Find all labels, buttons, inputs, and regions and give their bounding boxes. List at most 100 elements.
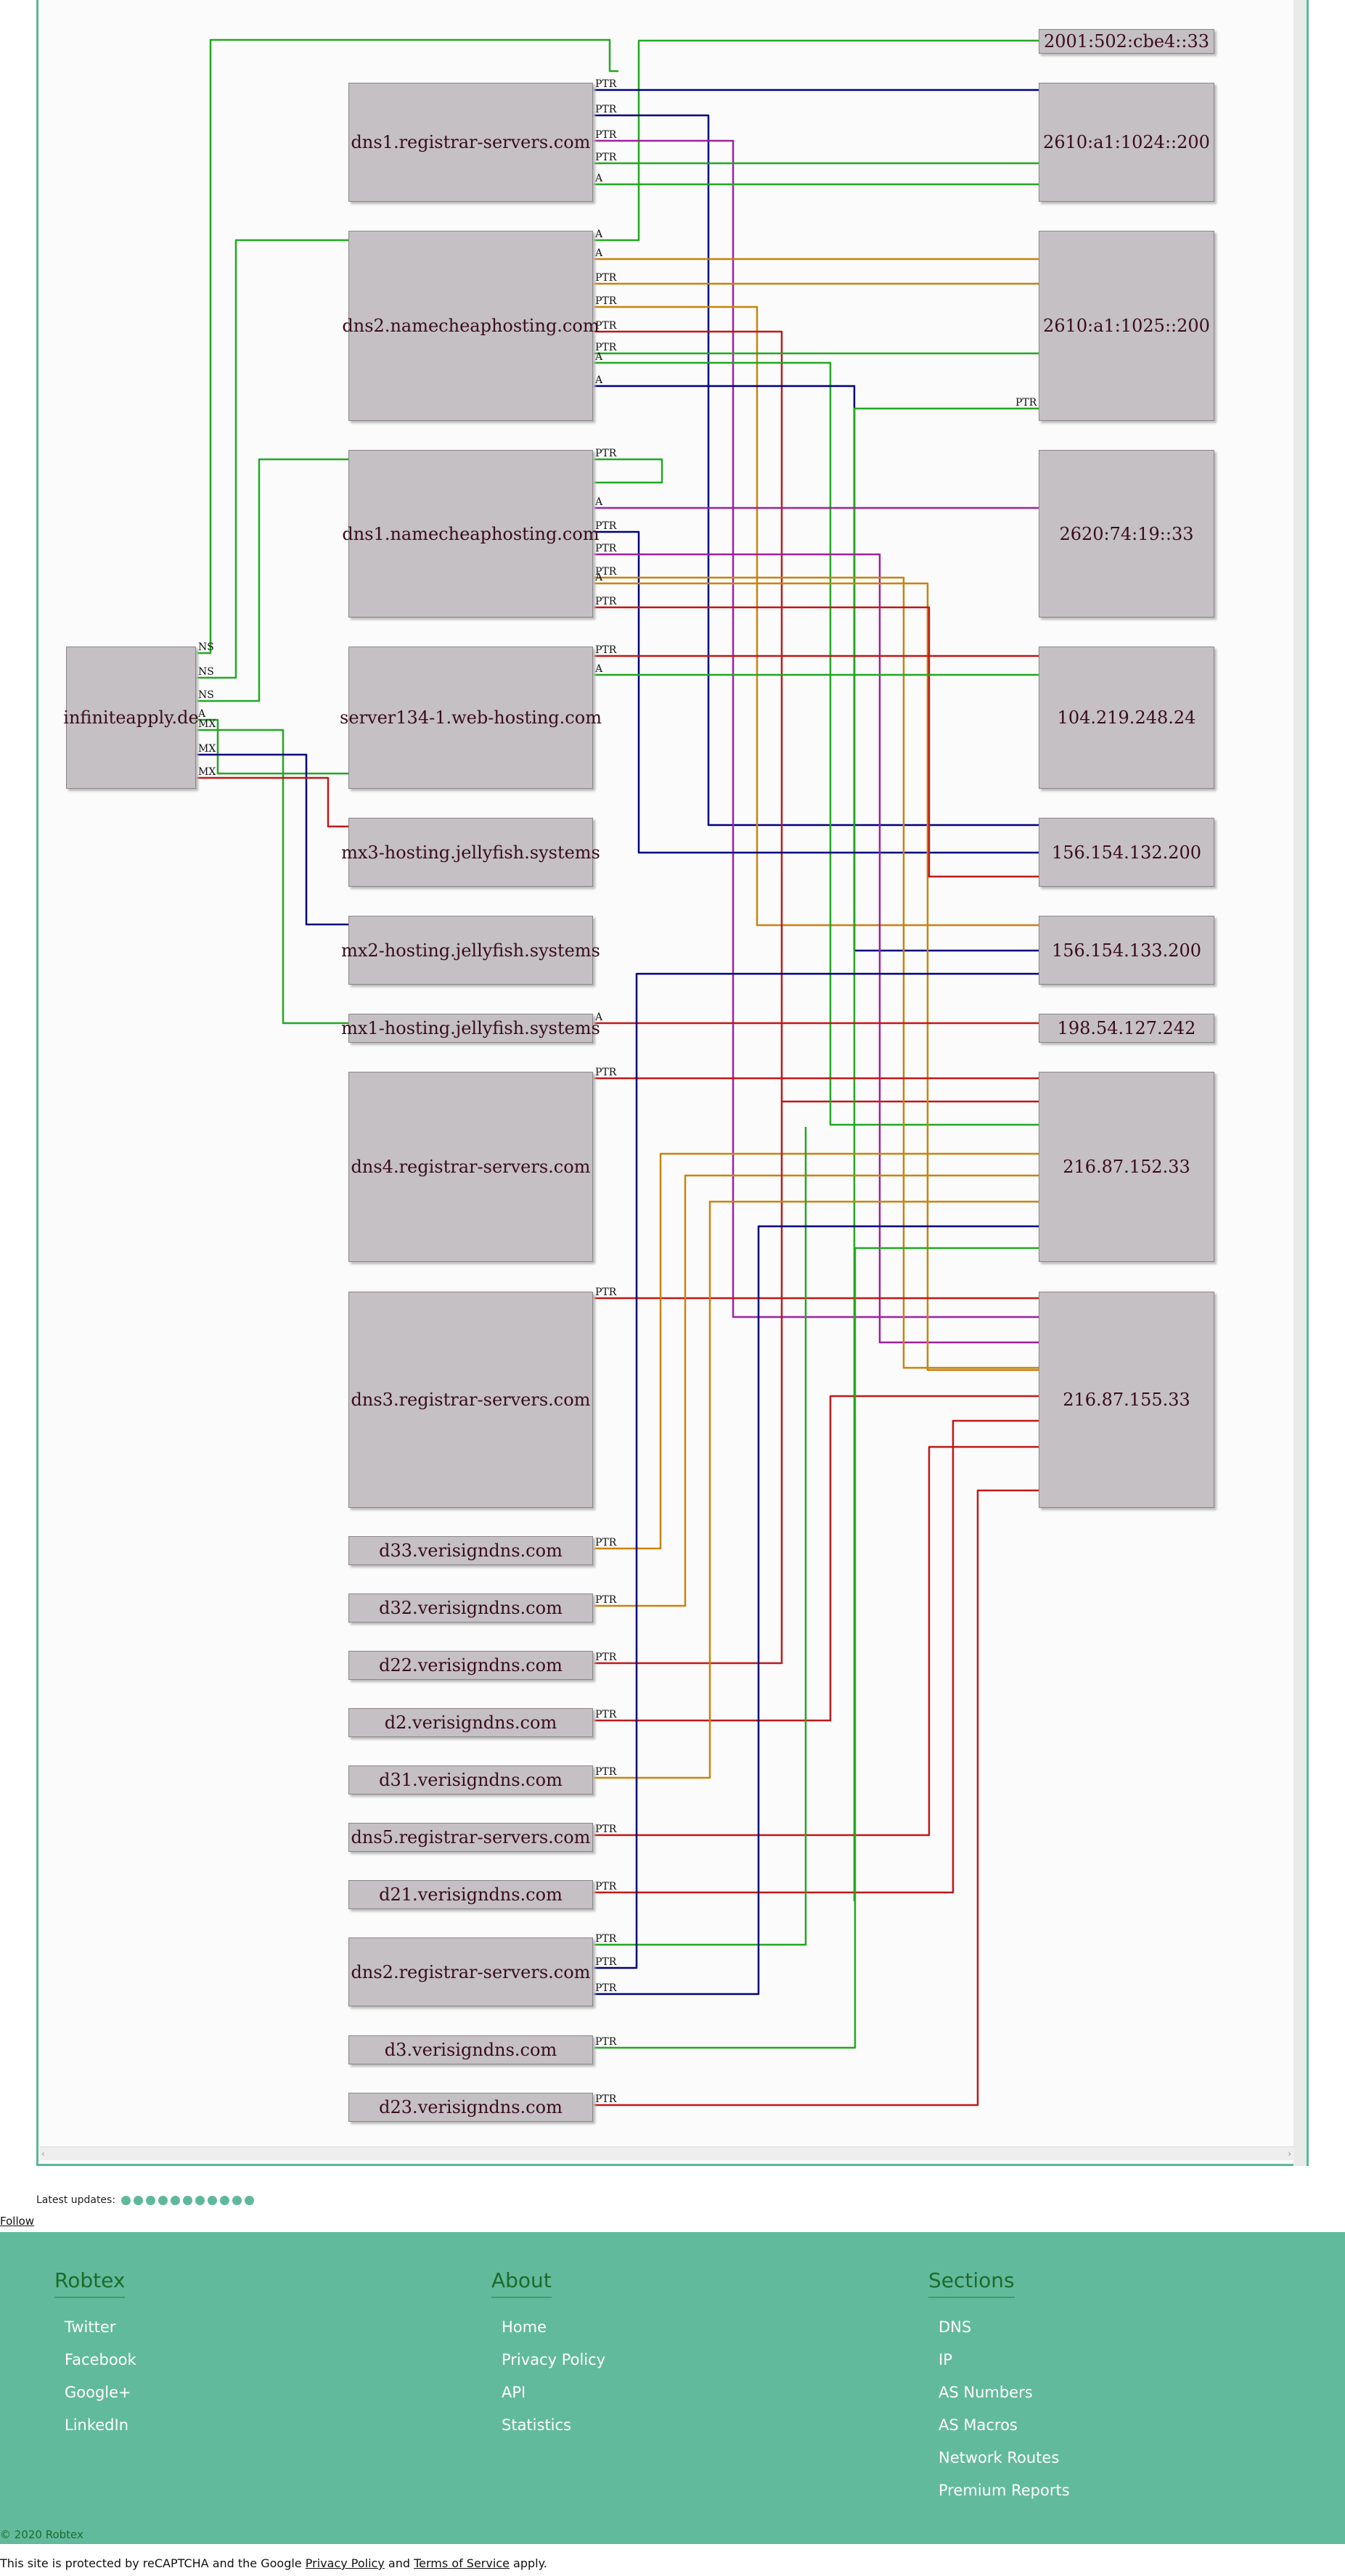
update-dots [121,2195,257,2205]
graph-node-d33[interactable]: d33.verisigndns.com [348,1536,593,1565]
footer-link-network-routes[interactable]: Network Routes [939,2449,1060,2466]
edge-label: PTR [595,342,617,353]
footer-link-facebook[interactable]: Facebook [65,2351,136,2368]
update-dot[interactable] [220,2195,230,2205]
graph-node-dns1rs[interactable]: dns1.registrar-servers.com [348,83,593,202]
edge-label: PTR [595,543,617,554]
footer-link-googleplus[interactable]: Google+ [65,2384,131,2401]
graph-node-mx2[interactable]: mx2-hosting.jellyfish.systems [341,916,600,985]
update-dot[interactable] [171,2195,181,2205]
graph-node-ip2610_1024[interactable]: 2610:a1:1024::200 [1039,83,1214,202]
edge-label: PTR [595,1594,617,1606]
graph-edge [196,718,348,775]
graph-node-label: d23.verisigndns.com [379,2097,563,2117]
graph-node-dns3rs[interactable]: dns3.registrar-servers.com [348,1292,593,1508]
edge-label: PTR [595,320,617,332]
graph-node-label: 104.219.248.24 [1057,707,1196,728]
graph-node-ip156_132[interactable]: 156.154.132.200 [1039,818,1214,887]
graph-node-dns5rs[interactable]: dns5.registrar-servers.com [348,1823,593,1852]
horizontal-scrollbar[interactable]: ‹ › [40,2146,1294,2160]
recaptcha-prefix: This site is protected by reCAPTCHA and … [0,2556,302,2570]
update-dot[interactable] [208,2195,218,2205]
update-dot[interactable] [158,2195,168,2205]
graph-node-ip2610_1025[interactable]: 2610:a1:1025::200 [1039,231,1214,421]
edge-label: PTR [595,1982,617,1994]
recaptcha-privacy-link[interactable]: Privacy Policy [305,2556,385,2570]
follow-link[interactable]: Follow [0,2215,35,2228]
graph-node-d22[interactable]: d22.verisigndns.com [348,1651,593,1680]
footer-link-ip[interactable]: IP [939,2351,952,2368]
graph-edge [593,305,1039,927]
edge-label: PTR [595,1766,617,1778]
edge-label: PTR [595,1709,617,1720]
graph-node-dns1nc[interactable]: dns1.namecheaphosting.com [342,450,600,618]
graph-node-ip216_155[interactable]: 216.87.155.33 [1039,1292,1214,1508]
update-dot[interactable] [232,2195,242,2205]
footer-column-title: Sections [928,2268,1015,2298]
graph-node-ip2620[interactable]: 2620:74:19::33 [1039,450,1214,618]
footer-column-title: About [491,2268,552,2298]
footer-link-twitter[interactable]: Twitter [65,2318,116,2336]
update-dot[interactable] [121,2195,131,2205]
edge-label: PTR [595,1933,617,1945]
graph-node-dns4rs[interactable]: dns4.registrar-servers.com [348,1072,593,1262]
graph-node-server134[interactable]: server134-1.web-hosting.com [340,647,602,789]
footer-link-as-numbers[interactable]: AS Numbers [939,2384,1033,2401]
footer-link-statistics[interactable]: Statistics [502,2416,571,2434]
update-dot[interactable] [183,2195,193,2205]
footer-column-sections: Sections DNS IP AS Numbers AS Macros Net… [928,2268,1070,2514]
footer-link-privacy-policy[interactable]: Privacy Policy [502,2351,606,2368]
edge-label: PTR [595,448,617,459]
recaptcha-suffix: apply. [513,2556,547,2570]
dns-graph: NSNSNSAMXMXMXAPTRPTRPTRPTRAAPTRPTRPTRPTR… [196,38,1039,2107]
footer-link-premium-reports[interactable]: Premium Reports [939,2482,1070,2499]
recaptcha-terms-link[interactable]: Terms of Service [414,2556,510,2570]
graph-edge [196,458,348,702]
edge-label: PTR [595,1881,617,1892]
footer-link-as-macros[interactable]: AS Macros [939,2416,1018,2434]
scroll-right-icon[interactable]: › [1288,2149,1291,2159]
graph-node-mx1[interactable]: mx1-hosting.jellyfish.systems [341,1014,600,1043]
graph-edge [593,1152,1039,1550]
graph-node-label: dns2.namecheaphosting.com [342,316,600,336]
footer-column-robtex: Robtex Twitter Facebook Google+ LinkedIn [54,2268,136,2449]
graph-node-dns2rs[interactable]: dns2.registrar-servers.com [348,1937,593,2006]
graph-edge [196,776,348,828]
graph-node-infiniteapply[interactable]: infiniteapply.de [63,647,199,789]
update-dot[interactable] [134,2195,144,2205]
graph-node-ip198[interactable]: 198.54.127.242 [1039,1014,1214,1043]
footer-link-api[interactable]: API [502,2384,526,2401]
graph-node-ip104[interactable]: 104.219.248.24 [1039,647,1214,789]
graph-node-d21[interactable]: d21.verisigndns.com [348,1880,593,1909]
graph-node-d23[interactable]: d23.verisigndns.com [348,2093,593,2122]
update-dot[interactable] [245,2195,255,2205]
footer-link-linkedin[interactable]: LinkedIn [65,2416,129,2434]
graph-node-dns2nc[interactable]: dns2.namecheaphosting.com [342,231,600,421]
edge-label: A [594,247,603,259]
graph-node-d31[interactable]: d31.verisigndns.com [348,1765,593,1794]
graph-node-ip156_133[interactable]: 156.154.133.200 [1039,916,1214,985]
scroll-left-icon[interactable]: ‹ [41,2149,45,2159]
footer-link-home[interactable]: Home [502,2318,547,2336]
edge-label: PTR [595,78,617,90]
graph-edge [593,1489,1039,2107]
graph-node-label: dns1.registrar-servers.com [351,132,591,152]
graph-node-d32[interactable]: d32.verisigndns.com [348,1593,593,1623]
edge-label: NS [198,666,214,678]
graph-edge [593,582,1039,1371]
graph-edge [593,385,1039,952]
update-dot[interactable] [146,2195,156,2205]
graph-node-ip2001[interactable]: 2001:502:cbe4::33 [1039,29,1214,54]
edge-label: PTR [595,1067,617,1078]
graph-node-mx3[interactable]: mx3-hosting.jellyfish.systems [341,818,600,887]
graph-node-ip216_152[interactable]: 216.87.152.33 [1039,1072,1214,1262]
edge-label: PTR [595,1287,617,1298]
edge-label: PTR [595,1956,617,1968]
graph-node-d2[interactable]: d2.verisigndns.com [348,1708,593,1737]
footer-link-dns[interactable]: DNS [939,2318,972,2336]
graph-node-label: dns1.namecheaphosting.com [342,523,600,544]
graph-node-d3[interactable]: d3.verisigndns.com [348,2035,593,2064]
graph-frame-scrollbar[interactable] [1293,0,1307,2166]
edge-label: MX [198,743,216,755]
update-dot[interactable] [195,2195,205,2205]
